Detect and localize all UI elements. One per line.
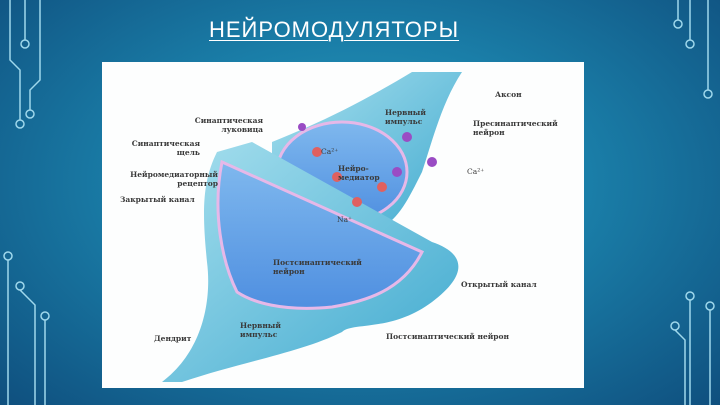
label-neurotransmitter: Нейро-медиатор bbox=[338, 164, 380, 182]
circuit-decoration-right bbox=[670, 0, 715, 405]
circuit-decoration-left bbox=[3, 0, 50, 405]
label-closed-channel: Закрытый канал bbox=[120, 195, 195, 204]
label-axon: Аксон bbox=[495, 90, 522, 99]
label-na: Na⁺ bbox=[337, 215, 352, 224]
label-postsynaptic-neuron-bottom: Постсинаптический нейрон bbox=[386, 332, 510, 341]
postsynaptic-interior bbox=[216, 159, 425, 310]
synapse-illustration bbox=[162, 72, 462, 382]
slide-title: НЕЙРОМОДУЛЯТОРЫ bbox=[209, 17, 460, 42]
label-dendrite: Дендрит bbox=[154, 334, 192, 343]
label-ca-inner: Ca²⁺ bbox=[321, 147, 339, 156]
label-open-channel: Открытый канал bbox=[461, 280, 537, 289]
label-ca-outer: Ca²⁺ bbox=[467, 167, 485, 176]
